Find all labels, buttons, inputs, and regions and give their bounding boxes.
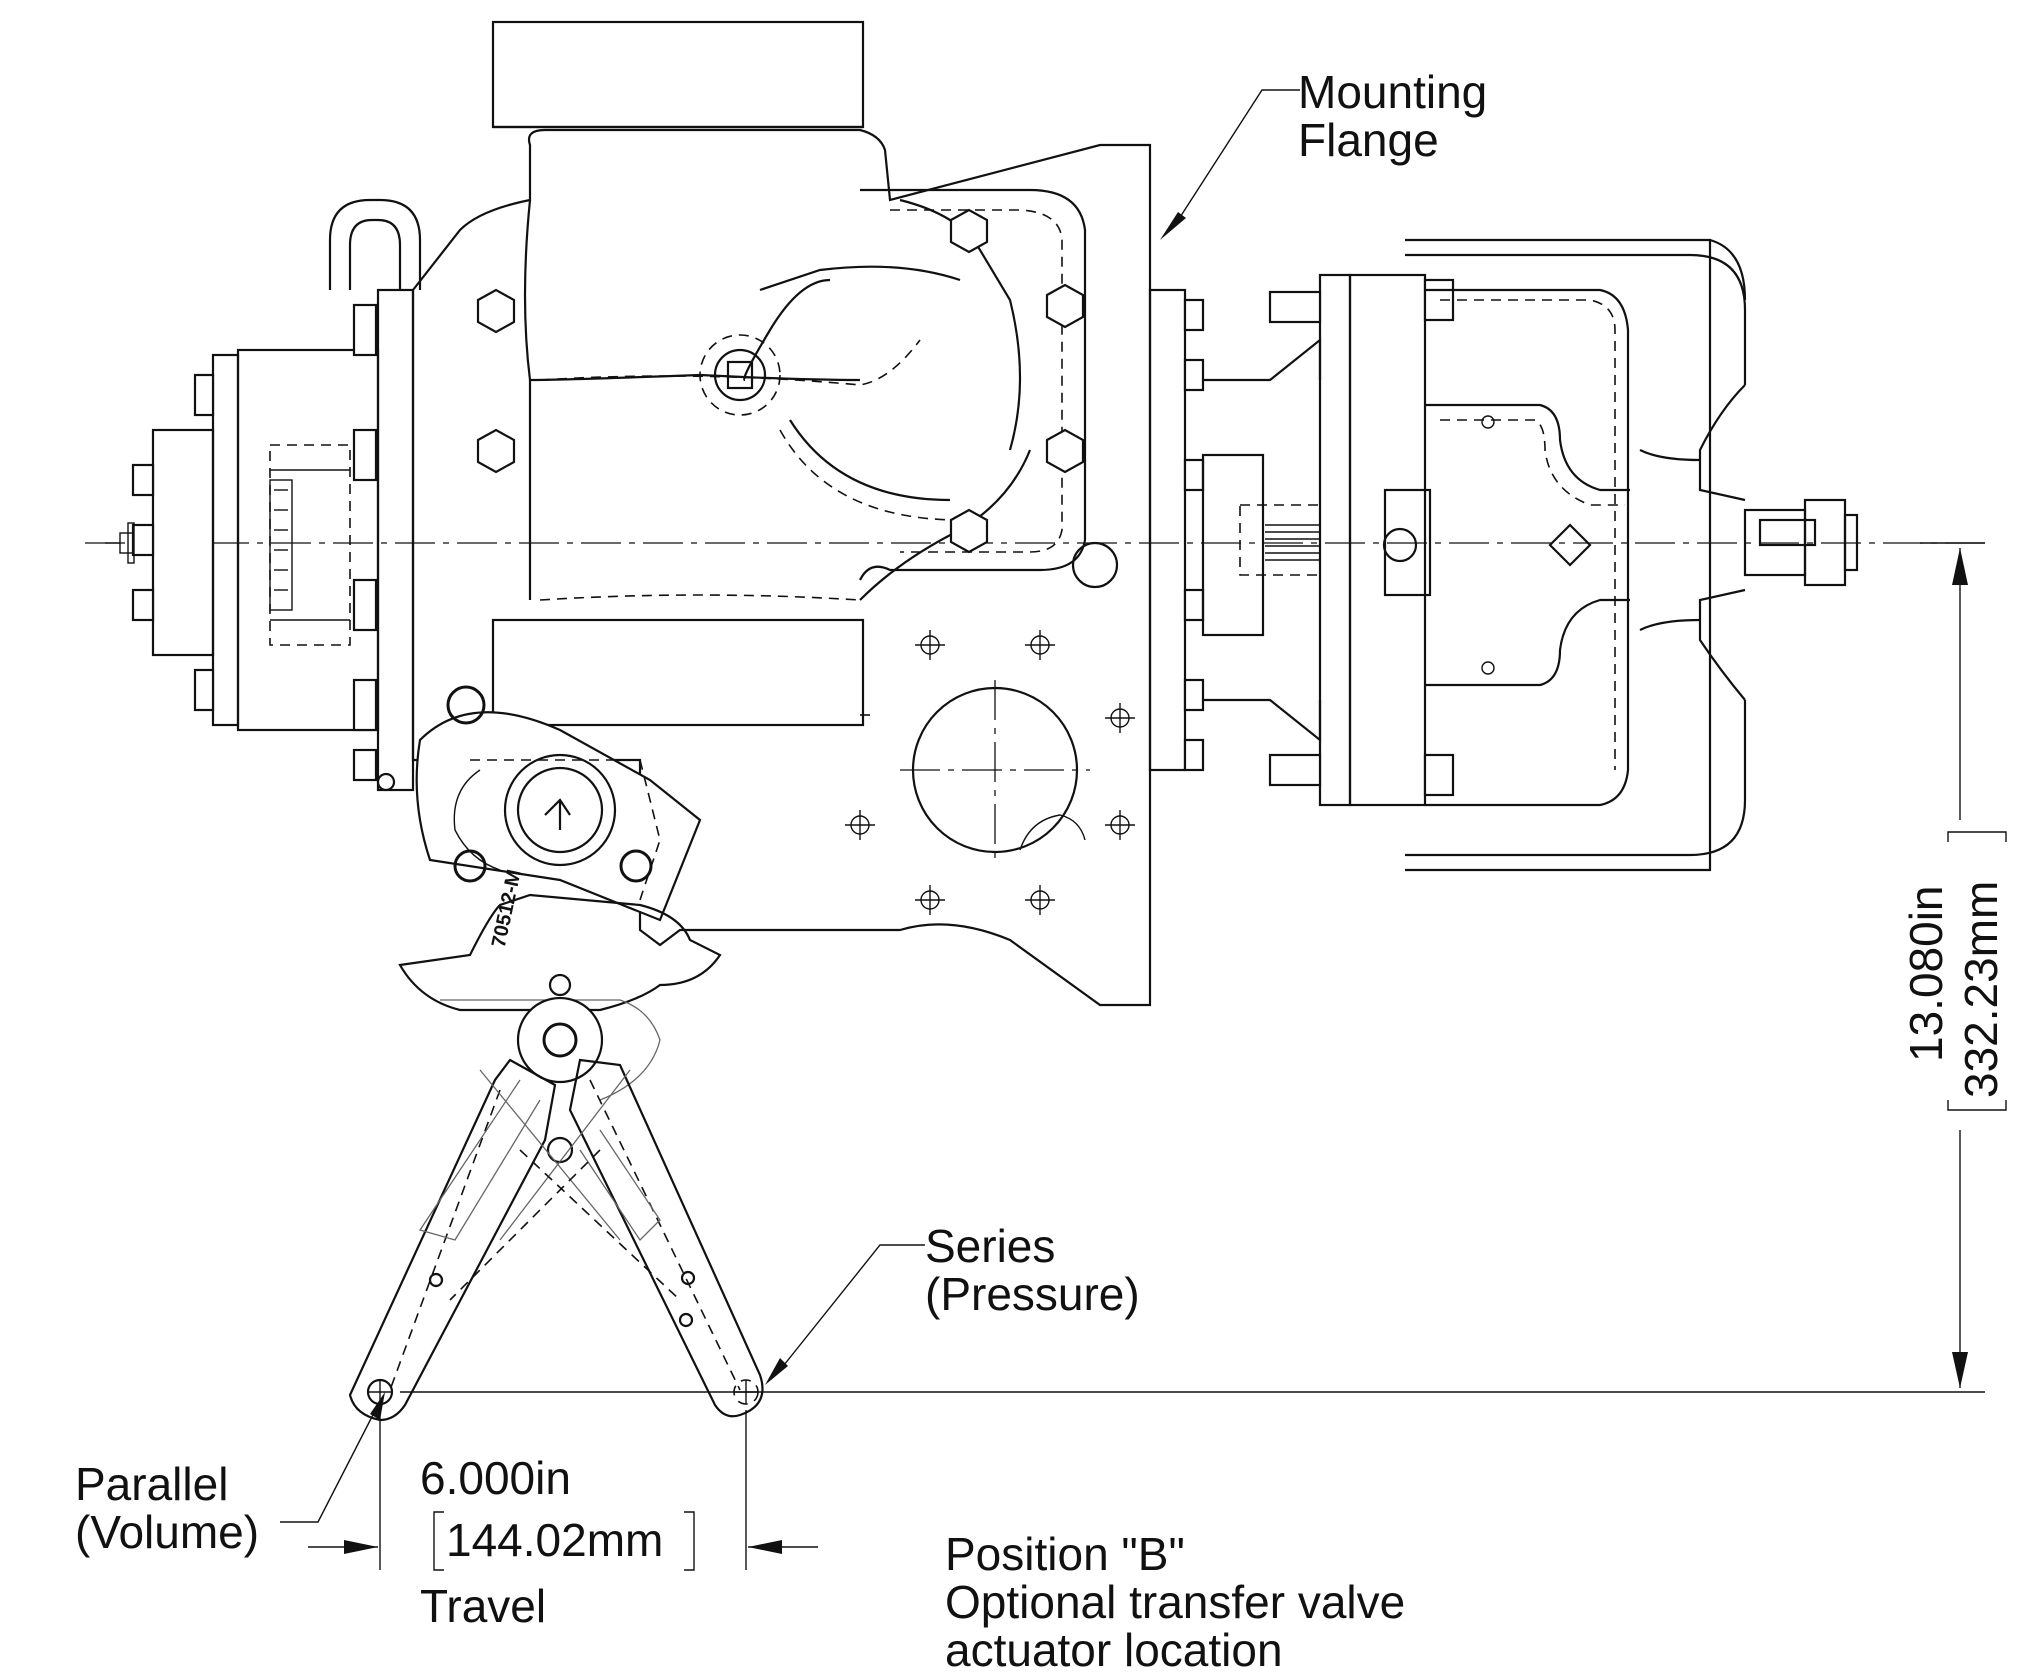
mounting-flange-leader [1160,89,1300,240]
part-mark: 70512-M [488,868,526,950]
left-end-cap [105,198,422,792]
travel-inch-dimension: 6.000in [420,1452,571,1504]
series-label: Series (Pressure) [925,1220,1140,1320]
travel-dimension [308,1410,818,1571]
right-housing [1268,238,1859,872]
position-b-label: Position "B" Optional transfer valve act… [945,1528,1406,1676]
parallel-leader [280,1392,385,1523]
series-leader [765,1244,925,1385]
height-mm-brackets [1947,831,2007,1111]
height-dimension [400,542,1985,1393]
travel-mm-dimension: 144.02mm [446,1514,664,1566]
mounting-flange [1148,288,1322,772]
center-body [411,20,1152,1007]
actuator-assembly [348,685,764,1422]
travel-label: Travel [420,1580,547,1632]
parallel-label: Parallel (Volume) [75,1458,260,1558]
mounting-flange-label: Mounting Flange [1298,66,1488,166]
